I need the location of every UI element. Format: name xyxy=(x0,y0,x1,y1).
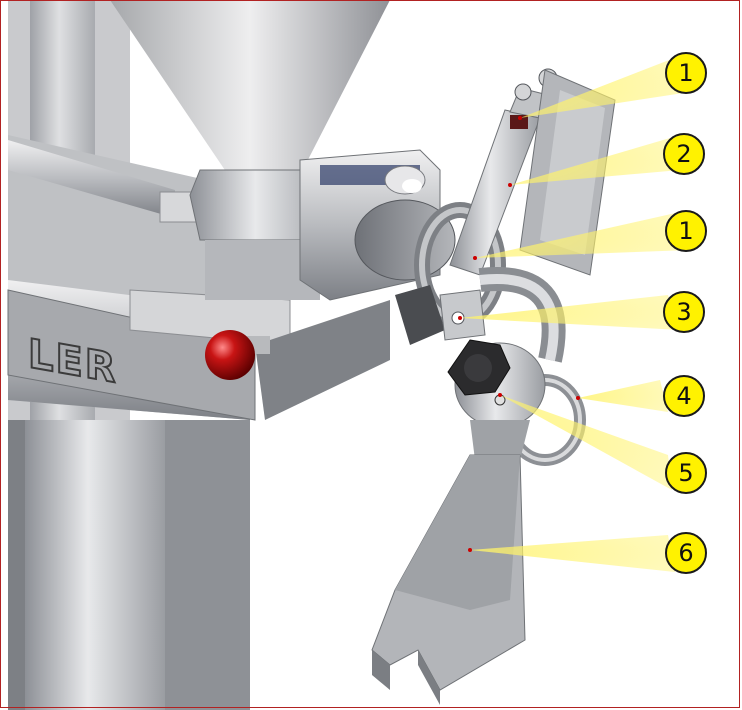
callout-3: 3 xyxy=(663,291,705,333)
beam-6 xyxy=(470,535,675,572)
callout-4: 4 xyxy=(663,375,705,417)
callout-2-number: 2 xyxy=(676,140,691,168)
elbow-tube xyxy=(478,267,566,363)
callout-3-number: 3 xyxy=(676,298,691,326)
callout-6-number: 6 xyxy=(678,539,693,567)
spout-blade xyxy=(371,454,526,705)
beam-3 xyxy=(460,295,680,330)
beam-2 xyxy=(510,138,680,185)
callout-markers: 1 2 1 3 4 5 6 xyxy=(663,52,707,574)
callout-1a: 1 xyxy=(665,52,707,94)
callout-5-number: 5 xyxy=(678,459,693,487)
callout-6: 6 xyxy=(665,532,707,574)
callout-2: 2 xyxy=(663,133,705,175)
callout-4-number: 4 xyxy=(676,382,691,410)
hex-nut xyxy=(189,169,336,300)
callout-1a-number: 1 xyxy=(678,59,693,87)
leader-dots xyxy=(458,116,580,552)
beam-5 xyxy=(500,395,672,490)
callout-1b: 1 xyxy=(665,210,707,252)
star-knob xyxy=(447,339,511,406)
beam-4 xyxy=(578,380,668,412)
red-ball-knob xyxy=(205,330,270,380)
beam-1a xyxy=(520,55,690,118)
lower-fitting xyxy=(439,289,486,341)
callout-1b-number: 1 xyxy=(678,217,693,245)
beam-1b xyxy=(475,212,690,258)
callout-5: 5 xyxy=(665,452,707,494)
callout-beams xyxy=(460,55,690,572)
